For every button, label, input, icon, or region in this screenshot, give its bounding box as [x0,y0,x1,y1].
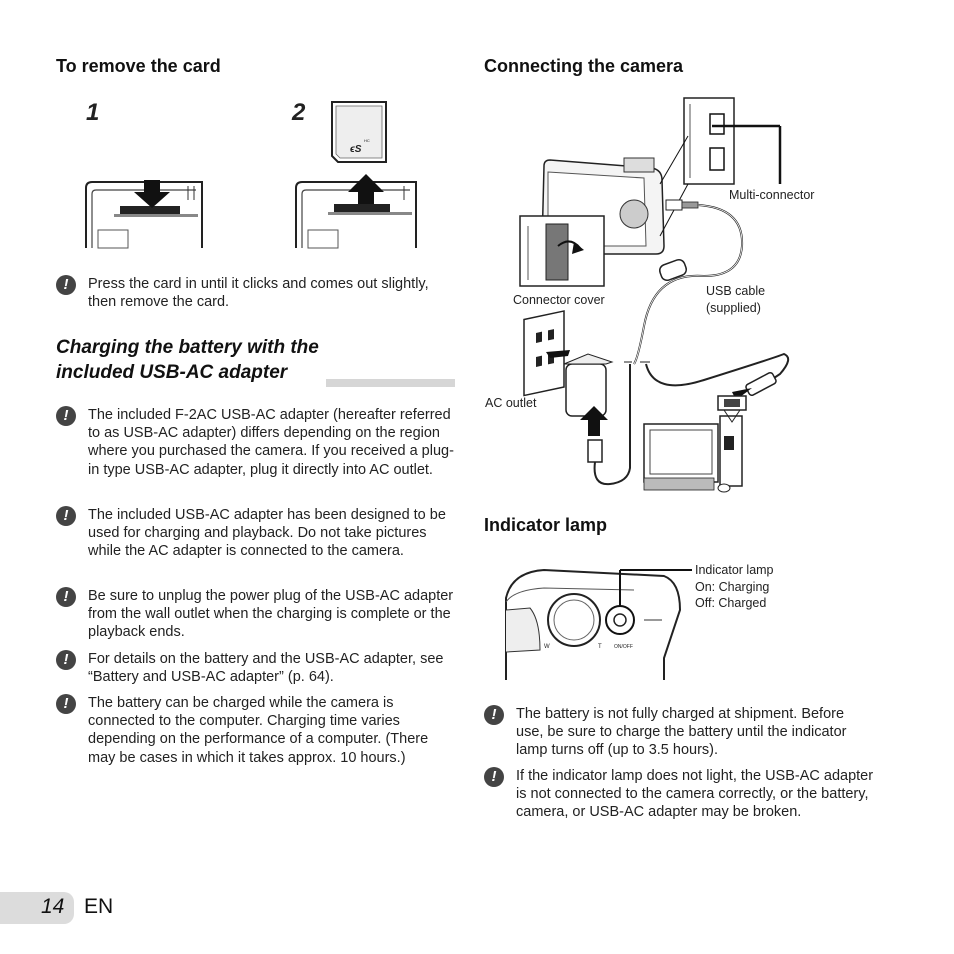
charging-note-3: ! Be sure to unplug the power plug of th… [56,587,456,642]
usb-cable-label-line1: USB cable [706,284,766,298]
connecting-heading: Connecting the camera [484,56,684,76]
caution-icon: ! [56,650,76,670]
remove-card-heading: To remove the card [56,56,221,76]
indicator-note-text: If the indicator lamp does not light, th… [516,768,874,821]
charging-title-line1: Charging the battery with the [56,337,319,358]
charging-note-text: The battery can be charged while the cam… [88,695,429,766]
indicator-note-2: ! If the indicator lamp does not light, … [484,767,874,822]
svg-text:HC: HC [364,138,370,143]
step-number-2: 2 [292,99,306,126]
caution-icon: ! [484,767,504,787]
caution-icon: ! [56,694,76,714]
page-number: 14 [41,895,65,918]
charging-note-4: ! For details on the battery and the USB… [56,650,456,686]
card-push-illustration [85,180,203,249]
caution-icon: ! [56,275,76,295]
indicator-label-line1: Indicator lamp [695,563,774,577]
remove-card-note-text: Press the card in until it clicks and co… [88,276,429,311]
charging-note-1: ! The included F-2AC USB-AC adapter (her… [56,406,456,479]
caution-icon: ! [56,406,76,426]
multi-connector-label: Multi-connector [729,188,815,202]
charging-note-5: ! The battery can be charged while the c… [56,694,456,767]
caution-icon: ! [56,506,76,526]
svg-text:ϵS: ϵS [350,144,362,155]
indicator-lamp-illustration: W T ON/OFF [505,568,692,680]
indicator-note-1: ! The battery is not fully charged at sh… [484,705,874,760]
indicator-lamp-heading: Indicator lamp [484,515,608,535]
connector-cover-label: Connector cover [513,293,605,307]
indicator-note-text: The battery is not fully charged at ship… [516,706,847,759]
svg-text:ON/OFF: ON/OFF [614,644,633,650]
charging-note-text: For details on the battery and the USB-A… [88,651,444,686]
step-number-1: 1 [86,99,100,126]
charging-note-text: The included USB-AC adapter has been des… [88,507,446,560]
connection-diagram [519,97,790,493]
caution-icon: ! [56,587,76,607]
charging-title-line2: included USB-AC adapter [56,362,288,383]
indicator-label-line3: Off: Charged [695,596,767,610]
svg-text:W: W [544,644,550,650]
usb-cable-label-line2: (supplied) [706,300,761,315]
caution-icon: ! [484,705,504,725]
charging-section-title: Charging the battery with the included U… [56,335,319,385]
title-underline-bar [326,379,455,387]
card-remove-illustration: ϵS HC [295,101,417,249]
remove-card-note: ! Press the card in until it clicks and … [56,275,456,311]
language-code: EN [84,895,114,918]
charging-note-2: ! The included USB-AC adapter has been d… [56,506,456,561]
charging-note-text: The included F-2AC USB-AC adapter (herea… [88,407,454,478]
ac-outlet-label: AC outlet [485,396,537,410]
indicator-label-line2: On: Charging [695,579,770,594]
svg-text:T: T [598,644,602,650]
indicator-lamp-label: Indicator lamp On: Charging Off: Charged [695,562,774,612]
usb-cable-label: USB cable (supplied) [706,283,765,316]
charging-note-text: Be sure to unplug the power plug of the … [88,588,454,641]
page-number-box [0,892,74,924]
